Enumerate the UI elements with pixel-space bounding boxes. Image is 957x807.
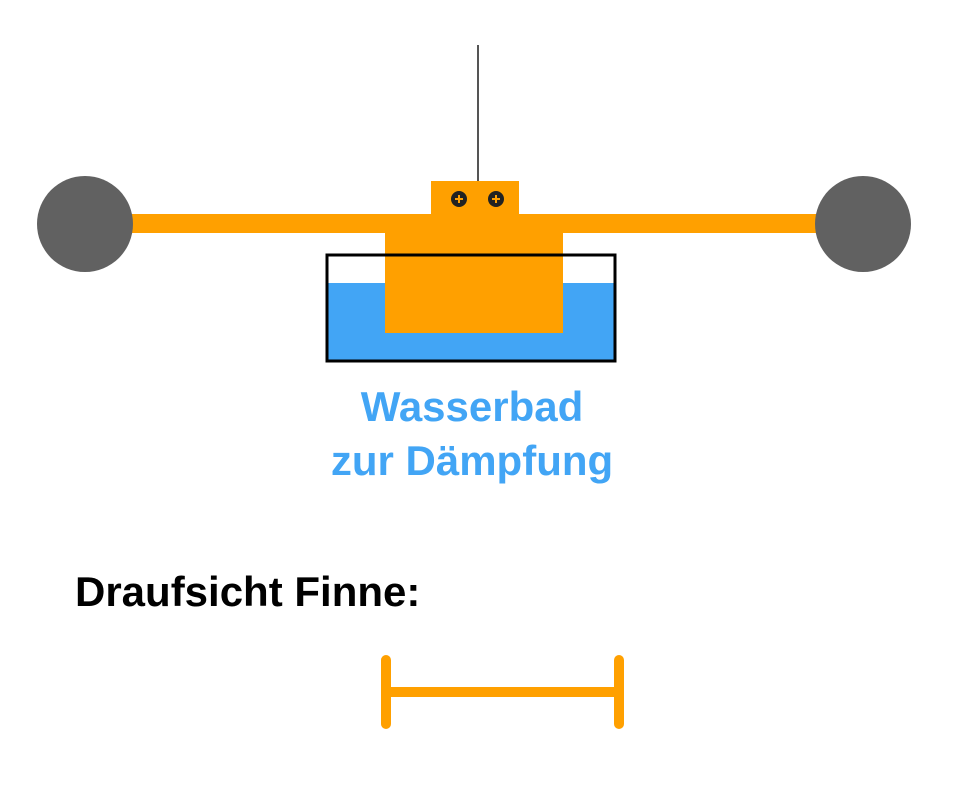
- fin-top-view-heading: Draufsicht Finne:: [75, 568, 421, 615]
- water-bath-label-line2: zur Dämpfung: [330, 437, 614, 484]
- damping-fin: [385, 230, 563, 333]
- clamp-block: [431, 181, 519, 217]
- right-weight: [815, 176, 911, 272]
- water-bath-label: Wasserbad zur Dämpfung: [222, 380, 722, 488]
- screw-icon: [488, 191, 504, 207]
- water-bath-label-line1: Wasserbad: [360, 383, 584, 430]
- horizontal-bar: [130, 214, 825, 233]
- screw-icon: [451, 191, 467, 207]
- fin-top-view: [381, 655, 624, 729]
- left-weight: [37, 176, 133, 272]
- water-tank: [325, 253, 617, 363]
